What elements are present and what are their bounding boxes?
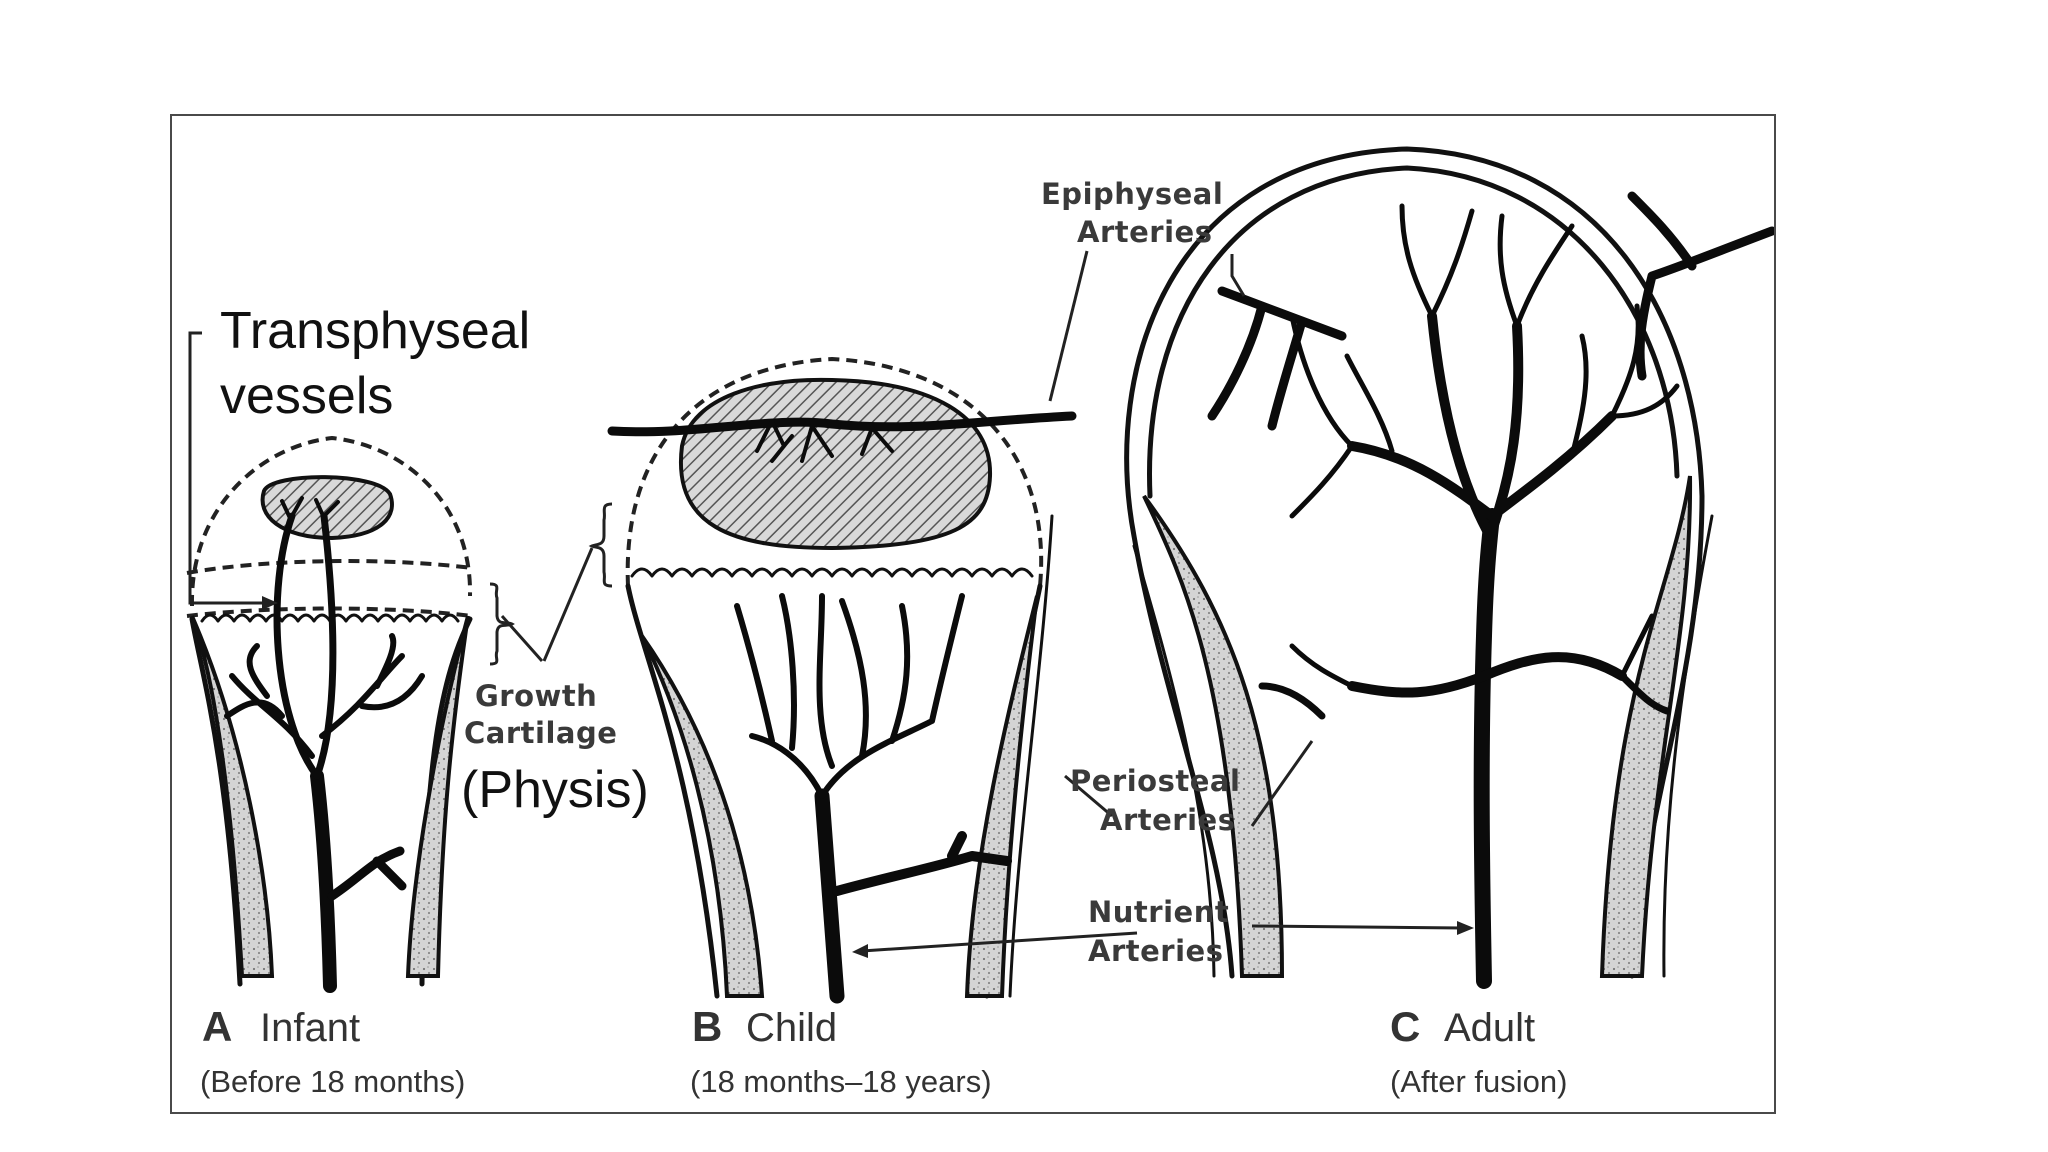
nutrient-leader-c [1251,924,1463,930]
growth-cartilage-bracket-a [489,582,515,666]
periosteal-arteries-label-line2: Arteries [1100,803,1235,837]
epiphyseal-arteries-label-line1: Epiphyseal [1041,177,1223,211]
panel-b-child [489,356,1077,1004]
panel-a-letter: A [202,1003,232,1050]
infant-vessels [224,496,425,993]
child-ossification-center [678,377,993,551]
child-physis-wave [630,567,1034,578]
growth-cartilage-label-line2: Cartilage [464,716,617,750]
child-metaphyseal-branches [734,593,965,799]
panel-b-name: Child [746,1006,837,1050]
adult-nutrient-artery [1473,508,1500,989]
figure-frame: Transphyseal vessels Growth Cartilage (P… [170,114,1776,1114]
adult-main-branches [1347,311,1627,698]
physis-label: (Physis) [461,761,649,819]
periosteal-leader-c [1250,740,1314,827]
infant-metaphyseal-branch-left [224,643,315,759]
epiphyseal-leader-c [1230,254,1246,297]
transphyseal-label-line1: Transphyseal [220,302,530,360]
adult-cortex-left [1142,494,1285,978]
growth-cartilage-leader-b [542,547,594,662]
infant-transphyseal-vessel-left [273,512,321,780]
transphyseal-label-line2: vessels [220,367,393,425]
child-epiphyseal-artery-trunk [607,411,1077,437]
infant-epiphysis-outline [189,435,473,607]
nutrient-arteries-label-line1: Nutrient [1088,895,1229,929]
growth-cartilage-leader-a [500,615,544,662]
child-vessels [607,411,1077,1004]
label-group: Transphyseal vessels Growth Cartilage (P… [200,177,1567,1099]
panel-c-name: Adult [1444,1006,1535,1050]
epiphyseal-arteries-label-line2: Arteries [1077,215,1212,249]
panel-c-letter: C [1390,1003,1420,1050]
periosteal-leader-b [1064,774,1113,818]
infant-metaphyseal-branch-right [319,633,425,739]
infant-epiphyseal-twigs [280,496,340,520]
adult-cortex-right [1599,475,1693,978]
infant-cortex-left [190,615,275,978]
child-epiphysis-outline [625,356,1044,587]
periosteal-arteries-label-line1: Periosteal [1070,764,1240,798]
leader-lines [500,250,1474,958]
adult-epiphyseal-artery-left [1207,286,1347,431]
panel-a-subtitle: (Before 18 months) [200,1064,465,1099]
child-periosteal-branch [832,831,1012,896]
child-periosteum-line [1008,514,1054,998]
panel-c-adult [1124,146,1774,989]
panel-c-subtitle: (After fusion) [1390,1064,1567,1099]
panel-b-subtitle: (18 months–18 years) [690,1064,992,1099]
child-epiphyseal-branches [755,419,894,463]
adult-periosteum-line-right [1662,514,1714,978]
infant-ossification-center [260,475,394,541]
infant-nutrient-artery [310,769,337,993]
nutrient-arteries-label-line2: Arteries [1088,934,1223,968]
infant-cortex-right [405,615,470,978]
epiphyseal-leader-b [1048,250,1089,402]
child-cortex-right [964,595,1039,998]
infant-periosteal-branch [327,846,407,901]
growth-cartilage-bracket-b [588,502,613,588]
nutrient-leader-b [861,931,1138,953]
adult-periosteal-branch-right [1618,672,1671,715]
transphyseal-arrow [262,596,278,610]
transphyseal-leader [188,331,262,605]
nutrient-arrow-b [852,944,868,958]
infant-transphyseal-vessel-right [313,512,337,780]
adult-periosteum-line-left [1132,544,1216,978]
child-nutrient-artery [814,788,845,1004]
adult-periosteal-branch-left [1258,682,1326,720]
nutrient-arrow-c [1457,921,1474,935]
panel-b-letter: B [692,1003,722,1050]
child-cortex-left [640,634,765,998]
adult-fine-branches [1289,203,1680,689]
adult-bone-inner-outline [1147,165,1680,499]
growth-cartilage-label-line1: Growth [475,679,597,713]
bone-vascular-diagram: Transphyseal vessels Growth Cartilage (P… [186,146,1774,1099]
adult-epiphyseal-artery-right [1627,191,1774,381]
panel-a-infant [186,331,473,993]
adult-vessels [1207,191,1774,989]
panel-a-name: Infant [260,1006,360,1050]
